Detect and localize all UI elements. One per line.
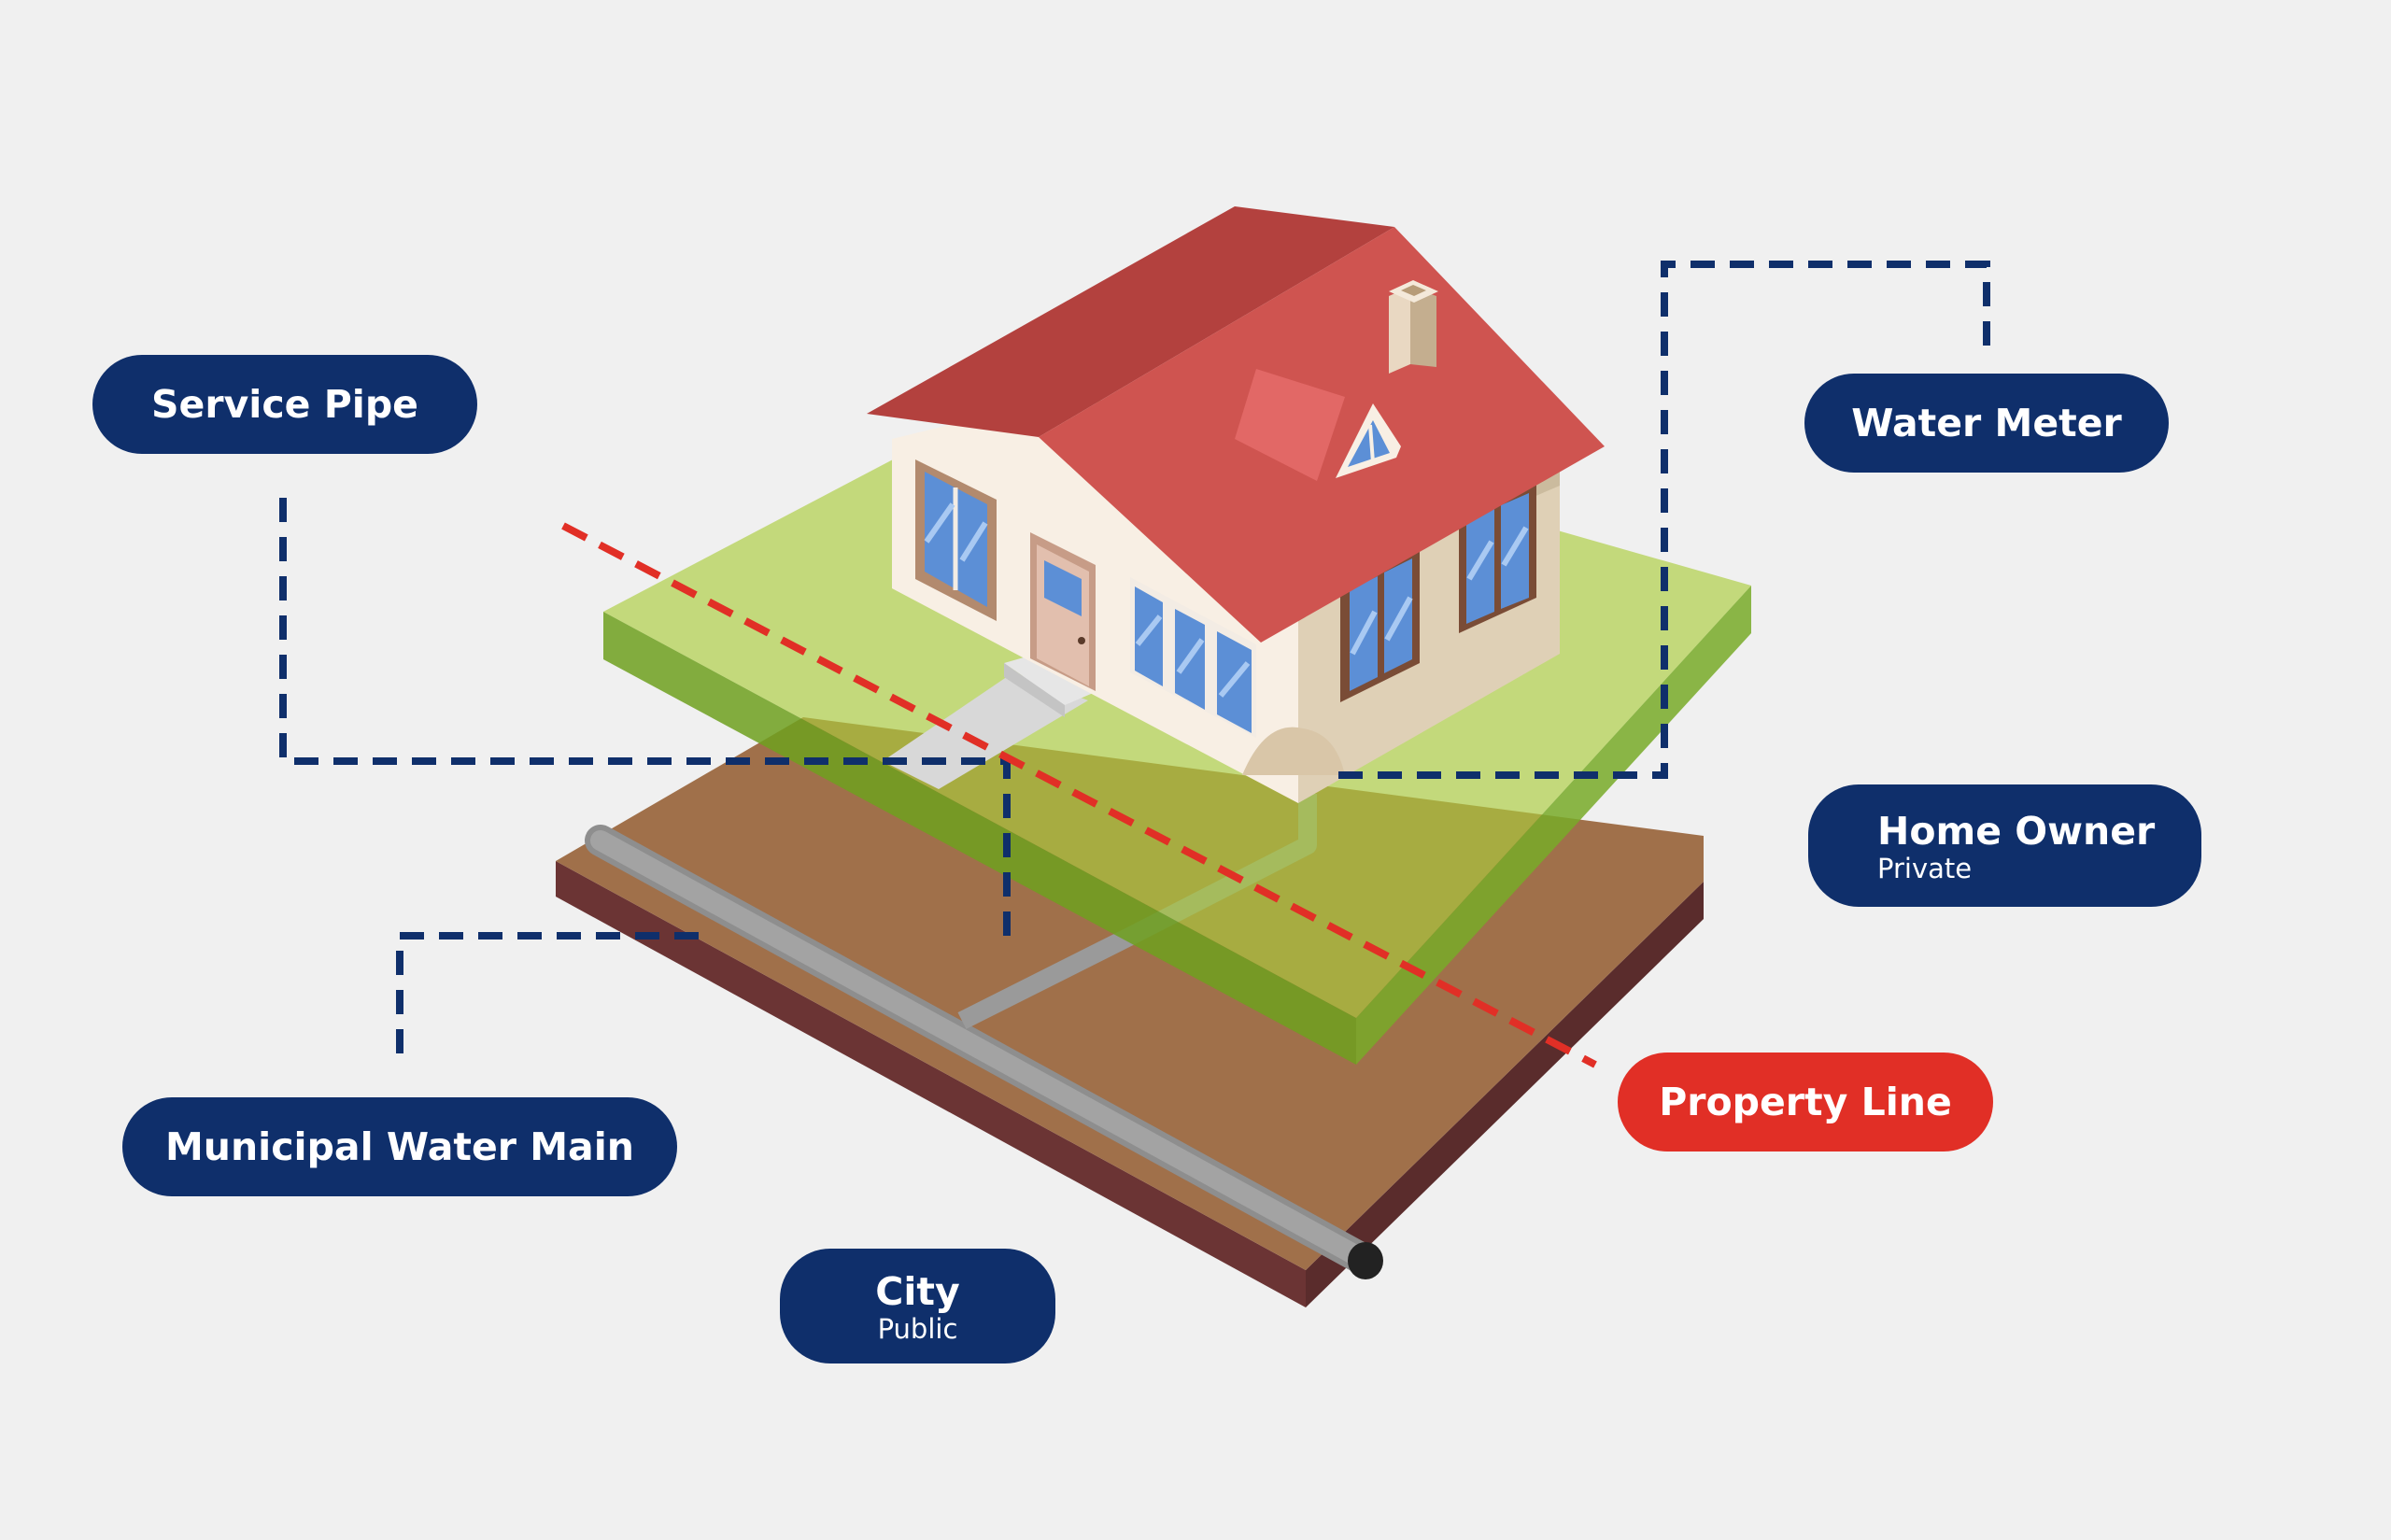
chimney (1389, 280, 1438, 374)
foundation-vent-mound (1242, 727, 1345, 775)
house (867, 206, 1605, 803)
home-owner-title: Home Owner (1877, 808, 2156, 854)
roof-left-slope (867, 206, 1394, 437)
window-right-2 (1459, 481, 1536, 633)
window-left-1 (915, 459, 997, 621)
service-pipe-connector (279, 498, 1011, 939)
soil-front-right-side (1306, 882, 1704, 1307)
front-step-side (1004, 663, 1065, 717)
callout-connectors (279, 261, 1990, 1053)
lawn-right-side (1356, 586, 1751, 1065)
municipal-main-connector (396, 932, 705, 1053)
property-line-title: Property Line (1659, 1080, 1952, 1124)
roof-dormer (1235, 369, 1401, 481)
water-meter-connector (1336, 261, 1990, 779)
property-line-dashed (561, 522, 1597, 1068)
property-line-label: Property Line (1618, 1053, 1993, 1151)
soil-front-left-side (556, 861, 1306, 1307)
lawn-front-side (603, 612, 1356, 1065)
municipal-water-main-label: Municipal Water Main (122, 1097, 677, 1196)
city-title: City (875, 1268, 960, 1314)
city-subtitle: Public (877, 1312, 958, 1345)
water-meter-label: Water Meter (1804, 374, 2169, 473)
front-door (1030, 532, 1096, 691)
service-pipe-label: Service Pipe (92, 355, 477, 454)
city-label: City Public (780, 1249, 1055, 1363)
home-owner-label: Home Owner Private (1808, 784, 2201, 907)
home-owner-subtitle: Private (1877, 852, 1973, 884)
service-pipe-title: Service Pipe (151, 382, 418, 427)
pipe-end-cap (1348, 1242, 1383, 1279)
municipal-water-main-title: Municipal Water Main (165, 1124, 634, 1169)
front-step (1004, 654, 1097, 705)
municipal-water-main-pipe (585, 825, 1383, 1279)
window-front-2 (1130, 577, 1256, 738)
water-meter-title: Water Meter (1851, 401, 2122, 445)
